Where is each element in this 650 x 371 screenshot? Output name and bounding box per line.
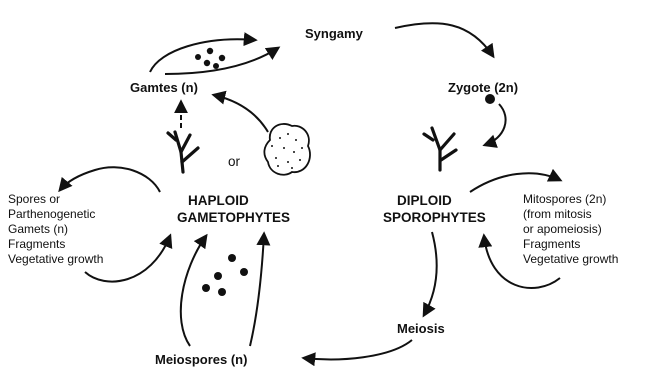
left-note: Spores or: [8, 192, 60, 206]
arrow-sporophytes-to-mitospores: [470, 173, 560, 192]
meiospore-dot: [202, 284, 210, 292]
left-note: Vegetative growth: [8, 252, 103, 266]
arrow-meiosis-to-meiospores: [304, 340, 412, 359]
left-notes: Spores or Parthenogenetic Gamets (n) Fra…: [8, 192, 103, 266]
right-note: Mitospores (2n): [523, 192, 606, 206]
sporophyte-plant-icon: [424, 128, 456, 170]
arrow-gametophytes-to-spores: [60, 167, 160, 192]
syngamy-label: Syngamy: [305, 26, 364, 41]
gametes-label: Gamtes (n): [130, 80, 198, 95]
gamete-dot: [195, 54, 201, 60]
arrow-meiospores-to-gametophytes-right: [250, 234, 264, 346]
arrow-gametes-to-syngamy-upper: [150, 39, 255, 72]
or-label: or: [228, 154, 241, 169]
meiospores-label: Meiospores (n): [155, 352, 247, 367]
right-note: or apomeiosis): [523, 222, 602, 236]
meiospore-dots: [202, 254, 248, 296]
meiospore-dot: [218, 288, 226, 296]
left-note: Fragments: [8, 237, 65, 251]
right-notes: Mitospores (2n) (from mitosis or apomeio…: [523, 192, 618, 266]
sporophytes-label: SPOROPHYTES: [383, 210, 486, 225]
gamete-dot: [204, 60, 210, 66]
gametes-container: [150, 39, 278, 74]
meiospore-dot: [240, 268, 248, 276]
right-note: (from mitosis: [523, 207, 592, 221]
arrow-sporophytes-to-meiosis: [424, 232, 437, 315]
gamete-dot: [219, 55, 225, 61]
arrow-zygote-to-sporophyte: [485, 104, 506, 145]
meiospore-dot: [228, 254, 236, 262]
haploid-label: HAPLOID: [188, 193, 249, 208]
zygote-dot-icon: [485, 94, 495, 104]
arrow-syngamy-to-zygote: [395, 23, 493, 56]
stippled-thallus-icon: [264, 124, 310, 175]
gametophyte-plant-icon: [168, 132, 198, 172]
gamete-dot: [207, 48, 213, 54]
right-note: Fragments: [523, 237, 580, 251]
diploid-label: DIPLOID: [397, 193, 452, 208]
left-note: Parthenogenetic: [8, 207, 95, 221]
arrow-thallus-to-gametes: [214, 95, 268, 132]
left-note: Gamets (n): [8, 222, 68, 236]
arrow-meiospores-to-gametophytes-left: [181, 236, 206, 346]
gamete-dot: [213, 63, 219, 69]
meiospore-dot: [214, 272, 222, 280]
right-note: Vegetative growth: [523, 252, 618, 266]
meiosis-label: Meiosis: [397, 321, 445, 336]
zygote-label: Zygote (2n): [448, 80, 518, 95]
gametophytes-label: GAMETOPHYTES: [177, 210, 290, 225]
